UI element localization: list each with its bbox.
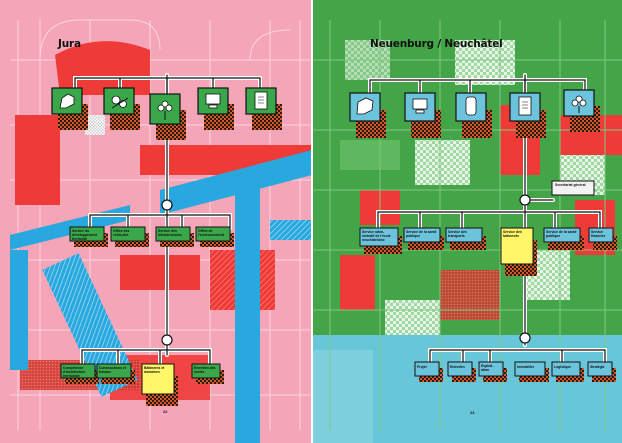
right-icon-card-5 [563,89,600,132]
side-box [551,180,595,196]
left-mid-label: Service des infrastructures [158,229,182,237]
left-red-blob [55,41,150,95]
left-page-title: Jura [58,38,81,50]
right-check-4 [385,300,440,335]
right-icon-card-2 [404,92,441,138]
right-icon-card-1 [349,92,386,138]
right-bottom-label: Exploit- ation [481,364,494,372]
right-check-1 [455,40,515,85]
left-blue-strip [10,250,28,370]
left-red-block-2 [120,255,200,290]
right-bottom-label: Immobilier [517,365,535,369]
right-page-title: Neuenburg / Neuchâtel [370,38,503,50]
left-bottom-label: Constructions et travaux [99,366,126,374]
right-red-dots [440,270,500,320]
left-mid-label: Office de l'environnement [198,229,225,237]
right-blue-left [313,350,373,443]
spine [311,0,313,443]
left-mid-label: Office des véhicules [113,229,130,237]
left-blue-hatch [42,253,138,397]
left-bottom-label: Entretien des routes [194,366,216,374]
right-mid-label: Service de la santé publique [406,230,437,238]
left-blue-hatch-2 [270,220,312,240]
right-mid-label: Service des bâtiments [503,230,522,238]
right-mid-label: Service financier [591,230,606,238]
left-grid-patch [85,115,105,135]
right-bottom-label: Entretien [450,365,465,369]
left-blue-vertical [235,180,260,443]
left-bottom-label: Bâtiments et domaines [144,366,165,374]
left-bottom-label: Compétence d'architecture territoriale [63,366,86,378]
side-box-label: Secrétariat général [555,183,586,187]
right-icon-card-4 [509,92,546,138]
left-bottom-boxes [60,363,224,406]
right-bottom-label: Logistique [554,365,572,369]
left-icon-card-5 [245,87,282,130]
left-icon-card-4 [197,87,234,130]
right-bottom-boxes [414,361,616,382]
right-green-light [340,140,400,170]
right-mid-boxes [359,227,617,276]
right-mid-label: Service de la santé publique [546,230,577,238]
left-node-bottom [161,334,173,346]
left-red-block [15,115,60,205]
right-bottom-label: Projet [417,365,427,369]
left-mid-boxes [69,226,234,247]
right-mid-label: Service des transports [448,230,467,238]
right-check-2 [415,140,470,185]
right-node-bottom [519,332,531,344]
left-page-number: 22 [163,409,168,414]
left-icon-card-1 [51,87,88,130]
left-icon-card-3 [149,93,186,140]
left-icon-card-2 [103,87,140,130]
left-mid-label: Service du développement territorial [72,229,97,241]
right-page-number: 23 [470,410,475,415]
right-red-1 [340,255,375,310]
right-bottom-label: Stratégie [590,365,605,369]
left-node-mid [161,199,173,211]
right-icon-card-3 [455,92,492,138]
right-node-mid [519,194,531,206]
right-mid-label: Service admi- nistratif de l'école neuch… [362,230,391,242]
